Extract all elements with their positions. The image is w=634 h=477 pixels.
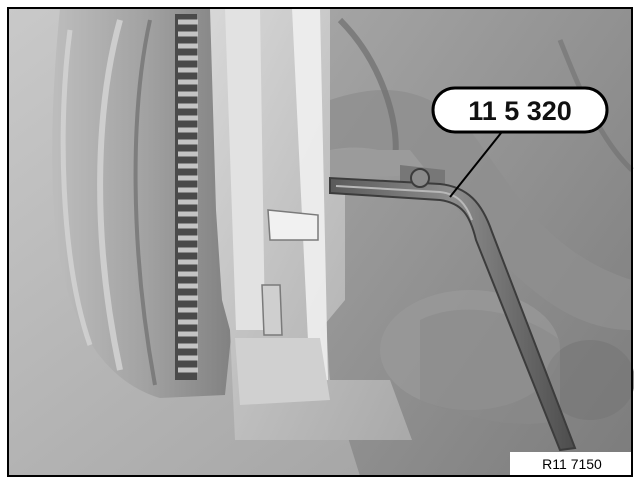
reference-code-box: R11 7150 <box>510 452 634 477</box>
engine-block-bracket <box>210 8 445 440</box>
tool-number-label: 11 5 320 <box>468 96 572 126</box>
photo-frame <box>7 7 633 477</box>
callout-leader-line <box>449 127 506 198</box>
tool-number-callout: 11 5 320 <box>431 86 609 134</box>
special-tool-rod <box>329 168 577 452</box>
reference-code: R11 7150 <box>542 456 602 472</box>
ring-gear-teeth <box>175 14 198 380</box>
